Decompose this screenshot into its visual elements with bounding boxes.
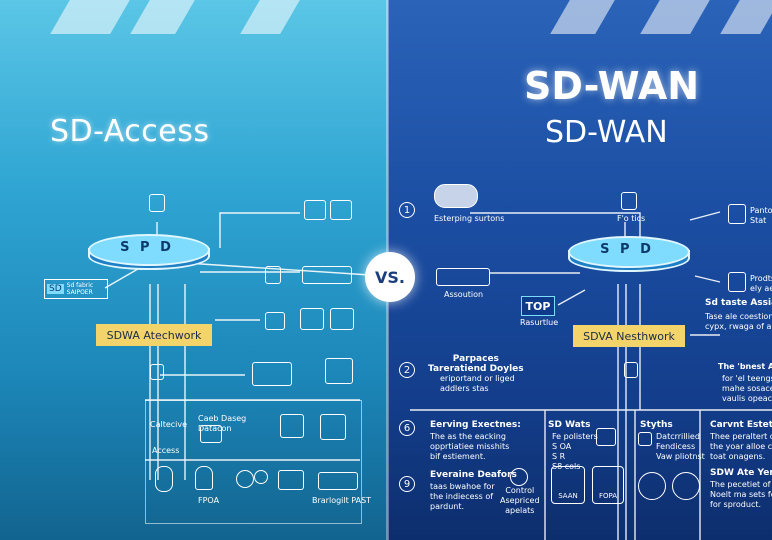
step-number-6: 6 (399, 420, 415, 436)
step-number-9: 9 (399, 476, 415, 492)
side-text: Tase ale coestion cypx, rwaga of alse (705, 312, 772, 331)
cloud-icon (434, 184, 478, 208)
info-icon (672, 472, 700, 500)
bottom-icon-label-1: Control Asepriced apelats (500, 486, 540, 515)
router-icon (278, 470, 304, 490)
device-icon (325, 358, 353, 384)
brarlogilt-label: Brarlogilt PAST (312, 496, 372, 505)
gear-icon (254, 470, 268, 484)
item6-title: Eerving Exectnes: (430, 420, 521, 430)
col5-body: The pecetiet of Noelt ma sets fo for spr… (710, 480, 772, 509)
rack-icon (436, 268, 490, 286)
panel-label: Panto Stat (750, 206, 772, 225)
side-title: Sd taste Assiats (705, 298, 772, 308)
disc-label: S P D (120, 240, 174, 255)
caeb-daseg-label: Caeb Daseg Datacon (198, 414, 247, 433)
camera-label: SAAN (558, 492, 578, 500)
sd-box-text: Sd fabric SAIPOER (66, 282, 94, 296)
person-icon (195, 466, 213, 490)
col2-title: SD Wats (548, 420, 591, 430)
building-label: FOPA (598, 492, 618, 500)
sd-access-network-bar: SDWA Atechwork (96, 324, 212, 346)
item9-body: taas bwahoe for the indiecess of pardunt… (430, 482, 495, 511)
sd-wan-title-small: SD-WAN (545, 115, 668, 150)
col4-body: Thee peraltert o the yoar alloe co toat … (710, 432, 772, 461)
sd-tag: SD (47, 284, 64, 294)
prods-label: Prodts ely ae (750, 274, 772, 293)
device-icon (265, 312, 285, 330)
switch-icon (302, 266, 352, 284)
col3-body: Datcrrillied Fendicess Vaw pliotnst (656, 432, 705, 461)
device-icon (330, 308, 354, 330)
cloud-label: Esterping surtons (434, 214, 505, 223)
cube-icon (280, 414, 304, 438)
col4-title: Carvnt Estetionst (710, 420, 772, 430)
fpoa-label: FPOA (198, 496, 220, 505)
sd-wan-network-bar: SDVA Nesthwork (573, 325, 685, 347)
settings-icon (510, 468, 528, 486)
device-icon (330, 200, 352, 220)
step-number-1: 1 (399, 202, 415, 218)
vs-badge: VS. (365, 252, 415, 302)
access-label: Access (152, 446, 180, 455)
phone-icon (624, 362, 638, 378)
sd-fabric-box: SD Sd fabric SAIPOER (44, 279, 108, 299)
sd-access-fabric-disc: S P D (88, 234, 210, 274)
sd-access-panel (0, 0, 388, 540)
node-label: F'o tics (617, 214, 646, 223)
sd-wan-panel (388, 0, 772, 540)
col3-title: Styths (640, 420, 673, 430)
chart-node-icon (149, 194, 165, 212)
device-icon (320, 414, 346, 440)
step-number-2: 2 (399, 362, 415, 378)
camera-icon: SAAN (551, 466, 585, 504)
document-icon (728, 272, 746, 292)
device-icon (300, 308, 324, 330)
disc-label: S P D (600, 242, 654, 257)
access-grid (145, 400, 362, 524)
building-icon: FOPA (592, 466, 624, 504)
chart-node-icon (621, 192, 637, 210)
platform-icon (318, 472, 358, 490)
photo-icon (596, 428, 616, 446)
item9-title: Everaine Deafors (430, 470, 517, 480)
rack-label: Assoution (444, 290, 484, 299)
device-icon (304, 200, 326, 220)
sd-access-title: SD-Access (50, 114, 210, 149)
chip-icon (200, 425, 222, 443)
item2-title: Parpaces Tareratiend Doyles (428, 354, 524, 374)
gear-icon (236, 470, 254, 488)
caltecive-label: Caltecive (150, 420, 188, 429)
side2-title: The 'bnest Acc (718, 362, 772, 371)
sd-wan-title-large: SD-WAN (524, 64, 700, 108)
col5-title: SDW Ate Yera (710, 468, 772, 478)
server-icon (265, 266, 281, 284)
phone-icon (150, 364, 164, 380)
settings-icon (638, 472, 666, 500)
top-box-sub: Rasurtlue (520, 318, 559, 327)
grid-icon (638, 432, 652, 446)
top-box: TOP (521, 296, 555, 316)
side2-body: for 'el teengs mahe sosaces vaulis opeac… (722, 374, 772, 403)
document-icon (728, 204, 746, 224)
database-icon (155, 466, 173, 492)
item6-body: The as the eacking opprtiatiee misshits … (430, 432, 510, 461)
storage-icon (252, 362, 292, 386)
item2-body: eriportand or liged addlers stas (440, 374, 515, 393)
sd-wan-fabric-disc: S P D (568, 236, 690, 276)
